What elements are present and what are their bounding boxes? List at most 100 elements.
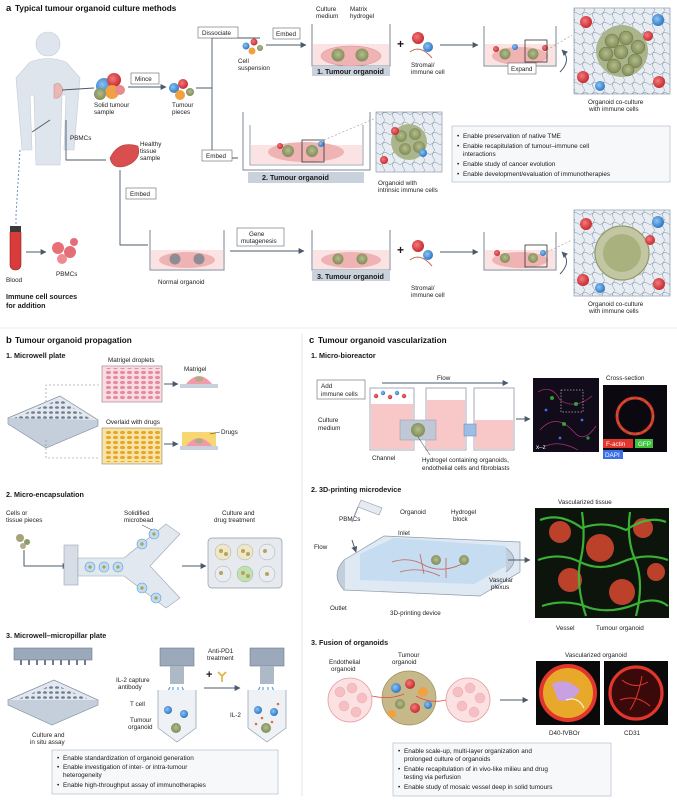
embed-top-label: Embed	[276, 31, 296, 38]
healthy-label-2: tissue	[140, 148, 157, 155]
matrigel-label: Matrigel	[184, 366, 206, 373]
gene-label-1: Gene	[249, 231, 265, 238]
bullet-dot: •	[57, 764, 59, 771]
panel-b-bullets-box	[51, 749, 279, 795]
stromal-immune-icon-1	[409, 32, 433, 59]
panel-c-letter: c	[309, 335, 314, 346]
bullet-dot: •	[457, 133, 459, 140]
tumour-organoid-label-2: organoid	[128, 724, 153, 731]
coculture-dish-3	[483, 232, 557, 271]
cells-label-1: Cells or	[6, 510, 27, 517]
axis-xz: x–z	[536, 444, 546, 451]
bullet-text: Enable standardization of organoid gener…	[63, 755, 194, 762]
cell-suspension-label-1: Cell	[238, 58, 249, 65]
panel-c-bullets-box	[392, 742, 612, 797]
hydrogel-c-2: endothelial cells and fibroblasts	[422, 465, 510, 472]
bullet-text: Enable investigation of inter- or intra-…	[63, 764, 188, 771]
b3-title: 3. Microwell–micropillar plate	[6, 631, 106, 640]
bullet-dot: •	[398, 784, 400, 791]
channel-label: Channel	[372, 455, 395, 462]
endothelial-label-2: organoid	[331, 666, 356, 673]
panel-b-letter: b	[6, 335, 12, 346]
anti-pd1-label-1: Anti-PD1	[208, 648, 234, 655]
microbead-label-1: Solidified	[124, 510, 150, 517]
culture-drug-label-2: drug treatment	[214, 517, 255, 524]
c1-title: 1. Micro-bioreactor	[311, 351, 376, 360]
immune-sources-2: for addition	[6, 301, 46, 310]
dapi-label: DAPI	[605, 452, 620, 459]
solid-tumour-label-1: Solid tumour	[94, 102, 129, 109]
plus-b3: +	[206, 669, 212, 681]
dish-2	[242, 112, 371, 183]
organoid-1-label: 1. Tumour organoid	[317, 67, 384, 76]
b2-title: 2. Micro-encapsulation	[6, 490, 84, 499]
culture-assay-label-1: Culture and	[32, 732, 65, 739]
mince-label: Mince	[135, 76, 152, 83]
coculture-3-label-2: with immune cells	[588, 308, 639, 315]
bullet-text: Enable recapitulation of tumour–immune c…	[463, 143, 589, 150]
bullet-text: Enable development/evaluation of immunot…	[463, 171, 610, 178]
tissue-pieces-icon	[16, 534, 30, 549]
microwell-plate-icon	[7, 395, 99, 449]
culture-drug-label-1: Culture and	[222, 510, 255, 517]
tumour-pieces-label-2: pieces	[172, 109, 190, 116]
panel-b-title: Tumour organoid propagation	[15, 336, 132, 345]
vascular-plexus-1: Vascular	[489, 577, 513, 584]
matrigel-drop-icon	[180, 376, 218, 388]
pipette-icon	[351, 499, 383, 523]
microfluidic-channel	[63, 523, 181, 609]
gfp-tag	[635, 439, 653, 448]
tumour-c3-label-2: organoid	[392, 659, 417, 666]
pbmcs-icon-left	[52, 238, 78, 264]
flow-label: Flow	[437, 375, 451, 382]
healthy-label-3: sample	[140, 155, 161, 162]
bullet-dot: •	[398, 748, 400, 755]
cross-section-label: Cross-section	[606, 375, 645, 382]
intrinsic-label-1: Organoid with	[378, 180, 417, 187]
culture-assay-label-2: in situ assay	[30, 739, 65, 746]
bullet-text: testing via perfusion	[404, 774, 461, 781]
matrix-hydrogel-label-1: Matrix	[350, 6, 368, 13]
c2-title: 2. 3D-printing microdevice	[311, 485, 401, 494]
embed-left-label: Embed	[130, 191, 150, 198]
tumour-organoid-c-label: Tumour organoid	[596, 625, 644, 632]
human-body-icon	[15, 31, 81, 166]
anti-pd1-label-2: treatment	[207, 655, 234, 662]
factin-tag	[603, 439, 633, 448]
matrigel-droplets-label: Matrigel droplets	[108, 357, 155, 364]
bullet-text: Enable scale-up, multi-layer organizatio…	[404, 748, 532, 755]
panel-c: c Tumour organoid vascularization 1. Mic…	[309, 335, 669, 797]
coculture-zoom-3	[573, 209, 671, 297]
solid-tumour-icon	[94, 73, 125, 100]
microscopy-xy	[533, 378, 599, 452]
vascular-plexus-2: plexus	[491, 584, 509, 591]
add-immune-1: Add	[321, 383, 333, 390]
cd31-label: CD31	[624, 730, 641, 737]
stromal-immune-3-label-2: immune cell	[411, 292, 445, 299]
bullet-text: interactions	[463, 151, 496, 158]
healthy-tissue-icon	[109, 144, 139, 168]
culture-medium-label-1: Culture	[316, 6, 337, 13]
pbmcs-c-label: PBMCs	[339, 516, 360, 523]
fused-organoids	[327, 670, 491, 726]
panel-c-bullets: • Enable scale-up, multi-layer organizat…	[398, 748, 552, 791]
culture-plate-icon	[207, 537, 283, 589]
bullet-dot: •	[57, 782, 59, 789]
dish-3	[311, 230, 391, 281]
pillar-well-1	[157, 647, 197, 743]
tumour-pieces-label-1: Tumour	[172, 102, 193, 109]
axis-yz: y–z	[599, 420, 606, 430]
vascularized-organoid-label: Vascularized organoid	[565, 652, 627, 659]
organoid-3-label: 3. Tumour organoid	[317, 272, 384, 281]
panel-b: b Tumour organoid propagation 1. Microwe…	[6, 335, 287, 795]
vascularized-tissue-label: Vascularized tissue	[558, 499, 612, 506]
bullet-dot: •	[457, 171, 459, 178]
bullet-text: Enable study of mosaic vessel deep in so…	[404, 784, 552, 791]
culture-medium-c-1: Culture	[318, 417, 339, 424]
tumour-c3-label-1: Tumour	[398, 652, 419, 659]
d40-label: D40-fVBOr	[549, 730, 580, 737]
micropillar-plate-icon	[7, 647, 99, 726]
bullet-dot: •	[398, 766, 400, 773]
bioreactor	[369, 387, 515, 451]
